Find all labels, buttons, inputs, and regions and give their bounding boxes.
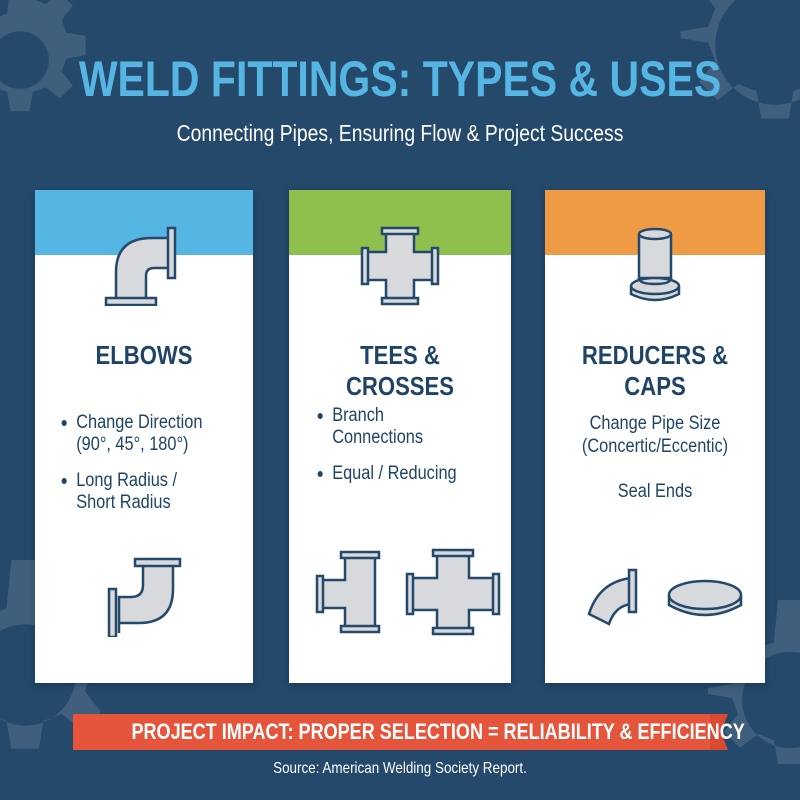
banner-ribbon-tail — [710, 714, 728, 750]
impact-banner-text: PROJECT IMPACT: PROPER SELECTION = RELIA… — [131, 719, 745, 744]
gear-icon — [680, 0, 800, 119]
page-subtitle: Connecting Pipes, Ensuring Flow & Projec… — [176, 120, 624, 146]
reducer-icon — [629, 227, 681, 302]
bullet-item: Equal / Reducing — [315, 463, 457, 485]
cross-fitting-icon — [360, 226, 440, 306]
elbow-pipe-icon — [107, 557, 182, 637]
cross-fitting-icon — [405, 548, 501, 636]
card-elbows: ELBOWS Change Direction(90°, 45°, 180°) … — [35, 190, 253, 683]
bullet-item: Change Direction(90°, 45°, 180°) — [59, 412, 202, 456]
bullet-item: Long Radius /Short Radius — [59, 470, 202, 514]
card-description-seal: Seal Ends — [617, 481, 693, 502]
tee-fitting-icon — [315, 550, 381, 634]
card-title: TEES & CROSSES — [345, 340, 455, 401]
card-description: Change Pipe Size(Concertic/Eccentic) — [581, 413, 729, 457]
card-title: REDUCERS &CAPS — [581, 340, 729, 401]
gear-icon — [0, 0, 86, 112]
gear-icon — [708, 600, 800, 764]
card-reducers-caps: REDUCERS &CAPS Change Pipe Size(Concerti… — [545, 190, 765, 683]
page-title: WELD FITTINGS: TYPES & USES — [78, 51, 722, 107]
impact-banner — [73, 714, 713, 750]
elbow-pipe-icon — [587, 568, 638, 626]
source-citation: Source: American Welding Society Report. — [273, 760, 527, 777]
elbow-pipe-icon — [104, 226, 177, 306]
card-title: ELBOWS — [95, 340, 193, 370]
bullet-list: Change Direction(90°, 45°, 180°) Long Ra… — [59, 412, 226, 528]
cap-disc-icon — [667, 579, 743, 617]
